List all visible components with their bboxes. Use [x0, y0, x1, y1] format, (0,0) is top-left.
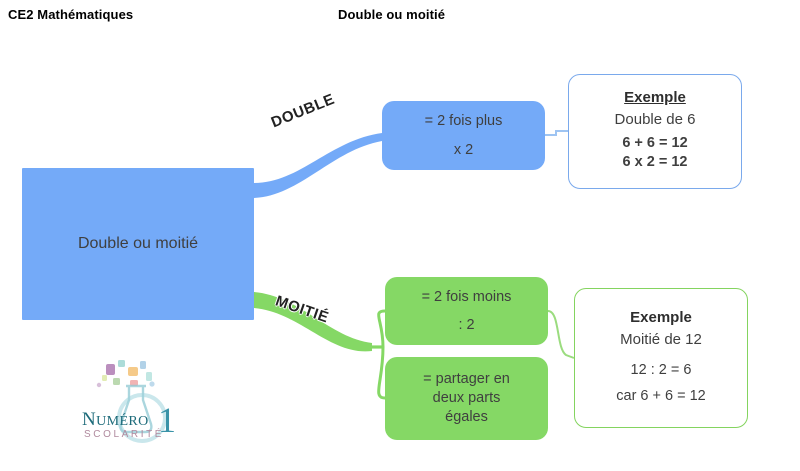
moitie-definition-1-line-1: = 2 fois moins — [421, 289, 512, 305]
root-node-double-ou-moitie[interactable]: Double ou moitié — [22, 168, 254, 320]
moitie-example-equation-2: car 6 + 6 = 12 — [616, 387, 706, 404]
double-definition-line-1: = 2 fois plus — [424, 113, 503, 130]
moitie-definition-2-line-3: égales — [445, 409, 488, 426]
moitie-definition-box-1[interactable]: = 2 fois moins : 2 — [385, 277, 548, 345]
numero1-scolarite-logo: NUMÉRO 1 SCOLARITÉ — [82, 358, 204, 450]
logo-tagline: SCOLARITÉ — [84, 427, 164, 440]
moitie-example-equation-1: 12 : 2 = 6 — [630, 361, 692, 378]
double-example-subtitle: Double de 6 — [614, 111, 696, 129]
branch-label-moitie: MOITIÉ — [273, 292, 332, 327]
moitie-definition-2-line-1: = partager en — [423, 370, 510, 387]
double-definition-line-2: x 2 — [453, 141, 474, 158]
branch-label-double: DOUBLE — [268, 90, 338, 132]
moitie-example-subtitle: Moitié de 12 — [620, 330, 702, 348]
moitie-example-equations: 12 : 2 = 6 car 6 + 6 = 12 — [616, 354, 705, 405]
double-example-equation-2: 6 x 2 = 12 — [622, 154, 688, 170]
logo-ring-icon — [117, 393, 167, 443]
root-node-label: Double ou moitié — [77, 235, 199, 252]
moitie-definition-2-line-2: deux parts — [432, 389, 501, 406]
connector-moitie-example — [547, 310, 575, 359]
subject-title: CE2 Mathématiques — [8, 7, 134, 22]
logo-numeral: 1 — [158, 400, 176, 440]
connector-double-example — [545, 130, 568, 136]
double-definition-box[interactable]: = 2 fois plus x 2 — [382, 101, 545, 170]
logo-wordmark: NUMÉRO — [82, 409, 149, 430]
moitie-definition-1-line-2: : 2 — [458, 317, 475, 333]
moitie-example-title: Exemple — [630, 308, 692, 326]
double-example-title: Exemple — [624, 89, 686, 107]
lesson-title: Double ou moitié — [338, 7, 446, 22]
double-example-equation-1: 6 + 6 = 12 — [622, 135, 688, 152]
logo-confetti-icon — [96, 360, 155, 388]
double-example-equations: 6 + 6 = 12 6 x 2 = 12 — [622, 134, 687, 171]
moitie-definition-box-2[interactable]: = partager en deux parts égales — [385, 357, 548, 440]
double-example-card[interactable]: Exemple Double de 6 6 + 6 = 12 6 x 2 = 1… — [568, 74, 742, 189]
connector-double-branch — [254, 133, 382, 198]
moitie-example-card[interactable]: Exemple Moitié de 12 12 : 2 = 6 car 6 + … — [574, 288, 748, 428]
